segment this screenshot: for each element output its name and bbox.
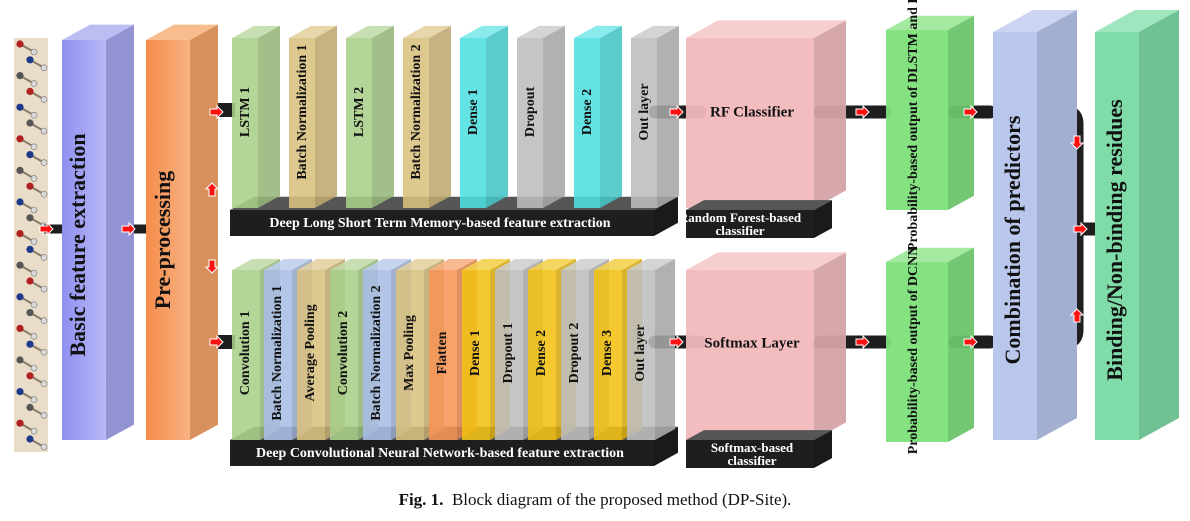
lstm-layer-label-1: LSTM 1 xyxy=(238,87,253,137)
flow-arrows xyxy=(39,104,1088,350)
output-block xyxy=(1095,10,1179,440)
cnn-layer-label-1: Convolution 1 xyxy=(238,311,253,395)
up-arrow-icon xyxy=(1069,308,1085,323)
cnn-layer-label-9: Dropout 1 xyxy=(501,323,516,384)
cnn-layer-label-10: Dense 2 xyxy=(534,330,549,376)
right-arrow-icon xyxy=(669,334,684,350)
right-arrow-icon xyxy=(963,334,978,350)
lstm-layer-8 xyxy=(631,25,679,209)
lstm-layer-1 xyxy=(232,25,280,209)
right-arrow-icon xyxy=(209,104,224,120)
cnn-layer-label-5: Batch Normalization 2 xyxy=(369,285,384,420)
lstm-base-label: Deep Long Short Term Memory-based featur… xyxy=(269,216,610,231)
cnn-layer-label-12: Dense 3 xyxy=(600,330,615,376)
lstm-layer-label-2: Batch Normalization 1 xyxy=(295,44,310,179)
up-arrow-icon xyxy=(204,182,220,197)
right-arrow-icon xyxy=(121,221,136,237)
lstm-base-platform xyxy=(230,196,678,236)
cnn-layer-13 xyxy=(627,259,675,440)
right-arrow-icon xyxy=(1073,221,1088,237)
lstm-layer-label-7: Dense 2 xyxy=(580,89,595,135)
cnn-layer-label-4: Convolution 2 xyxy=(336,311,351,395)
cnn-layer-label-11: Dropout 2 xyxy=(567,323,582,384)
down-arrow-icon xyxy=(1069,135,1085,150)
cnn-layer-label-8: Dense 1 xyxy=(468,330,483,376)
caption-text: Block diagram of the proposed method (DP… xyxy=(451,490,792,509)
softmax-layer-block xyxy=(686,252,846,440)
right-arrow-icon xyxy=(855,334,870,350)
rf-base-platform xyxy=(686,200,832,238)
right-arrow-icon xyxy=(209,334,224,350)
basic-feature-extraction-block xyxy=(62,24,134,440)
cnn-base-label: Deep Convolutional Neural Network-based … xyxy=(256,446,624,461)
lstm-probability-block xyxy=(886,15,974,211)
lstm-probability-label: Probability-based output of DLSTM and RF xyxy=(906,0,921,251)
right-arrow-icon xyxy=(855,104,870,120)
combination-block xyxy=(993,10,1077,440)
caption-label: Fig. 1. xyxy=(398,490,444,509)
rf-classifier-label: RF Classifier xyxy=(710,104,794,120)
lstm-layer-4 xyxy=(403,25,451,209)
cnn-layer-label-6: Max Pooling xyxy=(402,315,417,391)
lstm-layer-label-8: Out layer xyxy=(637,83,652,140)
lstm-layer-5 xyxy=(460,25,508,209)
combination-label: Combination of predictors xyxy=(1000,115,1025,364)
right-arrow-icon xyxy=(669,104,684,120)
cnn-layer-label-2: Batch Normalization 1 xyxy=(270,285,285,420)
softmax-base-platform xyxy=(686,430,832,468)
right-arrow-icon xyxy=(963,104,978,120)
cnn-probability-label: Probability-based output of DCNN xyxy=(906,246,921,455)
lstm-layer-label-4: Batch Normalization 2 xyxy=(409,44,424,179)
lstm-layer-2 xyxy=(289,25,337,209)
lstm-layer-label-5: Dense 1 xyxy=(466,89,481,135)
lstm-layer-label-3: LSTM 2 xyxy=(352,87,367,137)
lstm-layer-7 xyxy=(574,25,622,209)
cnn-probability-block xyxy=(886,247,974,442)
rf-classifier-block xyxy=(686,20,846,209)
preprocessing-block xyxy=(146,24,218,440)
protein-structure-image xyxy=(14,38,48,452)
down-arrow-icon xyxy=(204,259,220,274)
lstm-layer-label-6: Dropout xyxy=(523,87,538,138)
cnn-layer-label-13: Out layer xyxy=(633,324,648,381)
cnn-layer-label-3: Average Pooling xyxy=(303,304,318,401)
figure-caption: Fig. 1. Block diagram of the proposed me… xyxy=(0,490,1190,510)
output-label: Binding/Non-binding residues xyxy=(1102,99,1127,381)
lstm-layer-6 xyxy=(517,25,565,209)
input-arrow-icon xyxy=(39,221,54,237)
softmax-layer-label: Softmax Layer xyxy=(704,335,800,351)
cnn-layer-label-7: Flatten xyxy=(435,331,450,374)
preprocessing-label: Pre-processing xyxy=(150,171,175,310)
lstm-layer-3 xyxy=(346,25,394,209)
basic-feature-extraction-label: Basic feature extraction xyxy=(65,133,90,356)
